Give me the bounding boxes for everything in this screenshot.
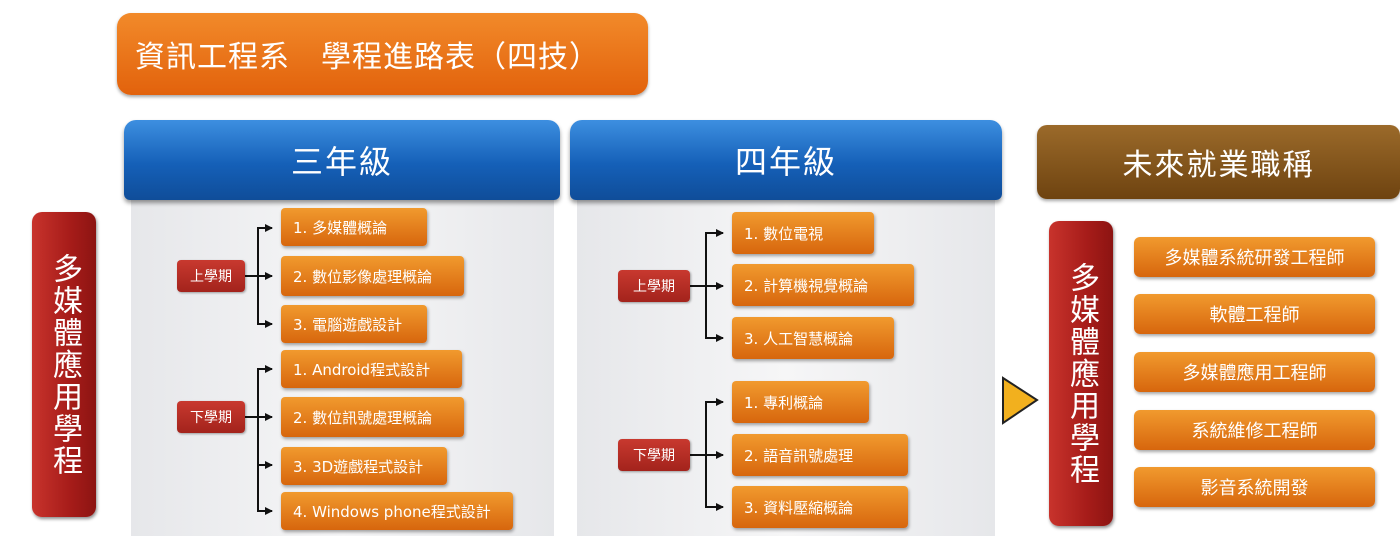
y4-upper-course-1: 1. 數位電視 <box>732 212 874 254</box>
y3-upper-semester: 上學期 <box>177 260 245 292</box>
y3-upper-course-3: 3. 電腦遊戲設計 <box>281 305 427 343</box>
arrow-y4-upper-1 <box>705 229 724 286</box>
y4-lower-semester: 下學期 <box>618 439 690 471</box>
job-2: 軟體工程師 <box>1134 294 1375 334</box>
y4-lower-course-1: 1. 專利概論 <box>732 381 869 423</box>
page-title: 資訊工程系 學程進路表（四技） <box>117 13 648 95</box>
y4-lower-course-2: 2. 語音訊號處理 <box>732 434 908 476</box>
job-4: 系統維修工程師 <box>1134 410 1375 450</box>
job-3: 多媒體應用工程師 <box>1134 352 1375 392</box>
arrow-y3-upper-1 <box>257 224 273 276</box>
arrow-y3-upper-3 <box>257 276 273 328</box>
arrow-y3-lower-1 <box>257 365 273 417</box>
arrow-y3-lower-3 <box>257 417 273 469</box>
arrow-y4-lower-1 <box>705 398 724 455</box>
program-label-left: 多媒體應用學程 <box>32 212 96 517</box>
arrow-y4-lower-3 <box>705 455 724 511</box>
careers-header: 未來就業職稱 <box>1037 125 1400 199</box>
y3-lower-semester: 下學期 <box>177 401 245 433</box>
y4-upper-course-2: 2. 計算機視覺概論 <box>732 264 914 306</box>
program-label-right: 多媒體應用學程 <box>1049 221 1113 526</box>
job-5: 影音系統開發 <box>1134 467 1375 507</box>
y4-lower-course-3: 3. 資料壓縮概論 <box>732 486 908 528</box>
job-1: 多媒體系統研發工程師 <box>1134 237 1375 277</box>
y3-upper-course-2: 2. 數位影像處理概論 <box>281 256 464 296</box>
y3-lower-course-3: 3. 3D遊戲程式設計 <box>281 447 447 485</box>
triangle-arrow-icon <box>1002 376 1039 425</box>
arrow-y4-upper-3 <box>705 286 724 342</box>
year4-header: 四年級 <box>570 120 1002 200</box>
y4-upper-course-3: 3. 人工智慧概論 <box>732 317 894 359</box>
y4-upper-semester: 上學期 <box>618 270 690 302</box>
y3-lower-course-2: 2. 數位訊號處理概論 <box>281 397 464 437</box>
y3-lower-course-1: 1. Android程式設計 <box>281 350 462 388</box>
arrow-y3-lower-4 <box>257 465 273 515</box>
y3-upper-course-1: 1. 多媒體概論 <box>281 208 427 246</box>
year3-header: 三年級 <box>124 120 560 200</box>
y3-lower-course-4: 4. Windows phone程式設計 <box>281 492 513 530</box>
